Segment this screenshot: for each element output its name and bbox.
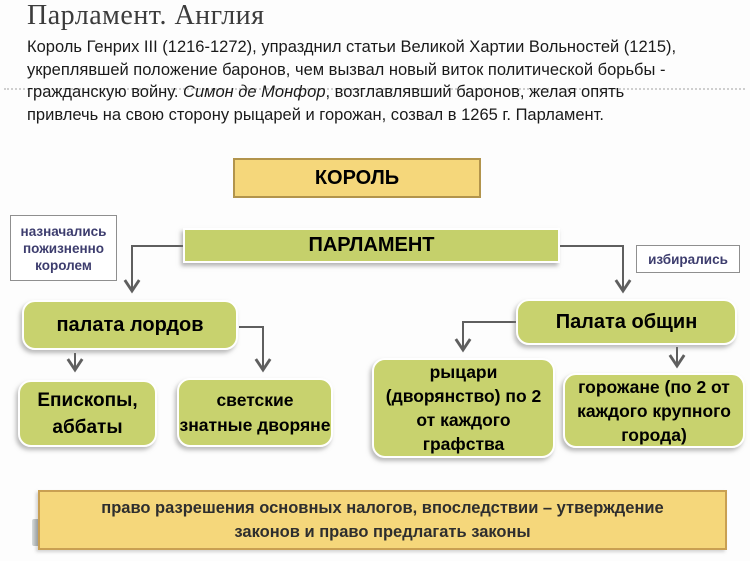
intro-simon-de-montfort: Симон де Монфор xyxy=(183,83,326,102)
knights-box: рыцари (дворянство) по 2 от каждого граф… xyxy=(372,358,555,458)
townspeople-box: горожане (по 2 от каждого крупного город… xyxy=(563,373,745,448)
house-of-commons-box: Палата общин xyxy=(516,299,737,345)
page-title: Парламент. Англия xyxy=(27,0,265,31)
king-box: КОРОЛЬ xyxy=(233,158,481,198)
bishops-abbots-box: Епископы, аббаты xyxy=(18,380,157,447)
intro-text-1: Король Генрих III (1216-1272), упразднил… xyxy=(27,38,677,102)
arrow-parliament-to-commons xyxy=(559,245,632,294)
elected-note: избирались xyxy=(636,245,740,273)
parliament-box: ПАРЛАМЕНТ xyxy=(183,228,560,263)
intro-text-2: , возглавлявший баронов, желая опять при… xyxy=(27,83,625,124)
secular-nobles-box: светские знатные дворяне xyxy=(177,378,333,447)
intro-paragraph: Король Генрих III (1216-1272), упразднил… xyxy=(27,36,743,126)
appointed-for-life-note: назначались пожизненно королем xyxy=(10,215,117,281)
arrow-parliament-to-lords xyxy=(123,245,184,294)
arrow-lords-to-secular xyxy=(239,326,272,373)
dotted-divider xyxy=(4,88,745,90)
parliament-rights-banner: право разрешения основных налогов, впосл… xyxy=(38,490,727,550)
arrow-commons-to-knights xyxy=(454,321,516,353)
banner-edge-decoration xyxy=(32,519,38,546)
house-of-lords-box: палата лордов xyxy=(22,300,238,350)
